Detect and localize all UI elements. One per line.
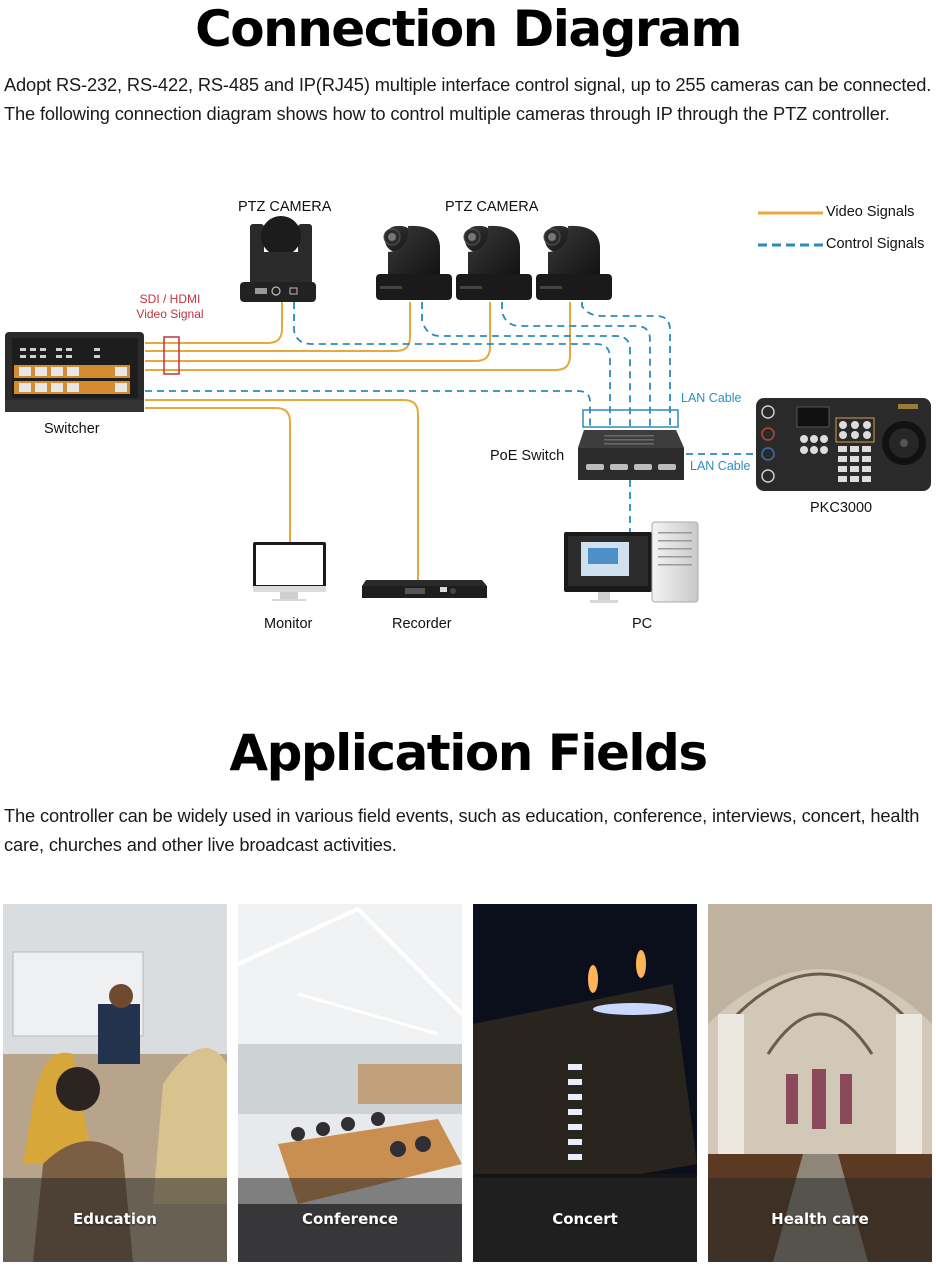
caption-band — [708, 1178, 932, 1262]
control-signal-lines — [145, 302, 754, 535]
video-signal-highlight-box — [163, 336, 180, 375]
legend — [758, 211, 823, 247]
ptz-camera-front — [240, 216, 316, 302]
control-line-cam4 — [581, 302, 671, 426]
switcher-label: Switcher — [44, 421, 100, 437]
application-label-concert: Concert — [552, 1210, 618, 1228]
recorder-label: Recorder — [392, 616, 452, 632]
video-signal-lines — [145, 302, 571, 580]
pc-device — [564, 521, 699, 603]
ptz-camera-group — [376, 225, 612, 300]
pkc3000-controller-device — [756, 398, 931, 491]
video-signal-annotation-line2: Video Signal — [136, 307, 204, 321]
application-fields-title: Application Fields — [229, 724, 708, 782]
lan-cable-side-label: LAN Cable — [690, 459, 751, 473]
recorder-device — [362, 580, 487, 598]
connection-diagram: PTZ CAMERA PTZ CAMERA Video Signals Cont… — [0, 190, 936, 650]
application-tile-concert: Concert — [473, 904, 697, 1262]
control-line-switcher — [145, 390, 591, 426]
poe-switch-device — [578, 430, 684, 480]
ptz-camera-group-label: PTZ CAMERA — [445, 199, 539, 215]
control-line-cam2 — [421, 302, 631, 426]
legend-control-label: Control Signals — [826, 236, 925, 252]
control-line-cam3 — [501, 302, 651, 426]
connection-diagram-description: Adopt RS-232, RS-422, RS-485 and IP(RJ45… — [4, 74, 932, 124]
video-line-monitor — [145, 407, 291, 542]
video-signal-annotation: SDI / HDMI Video Signal — [135, 292, 205, 322]
legend-video-label: Video Signals — [826, 204, 915, 220]
application-tile-education: Education — [3, 904, 227, 1262]
ptz-camera-1 — [376, 225, 452, 300]
caption-band — [473, 1178, 697, 1262]
pc-label: PC — [632, 616, 653, 632]
video-line-cam4 — [145, 302, 571, 371]
caption-band — [238, 1178, 462, 1262]
application-label-education: Education — [73, 1210, 157, 1228]
application-tile-conference: Conference — [238, 904, 462, 1262]
ptz-camera-single-label: PTZ CAMERA — [238, 199, 332, 215]
video-line-cam1 — [145, 302, 283, 344]
switcher-device — [5, 332, 144, 412]
lan-cable-top-label: LAN Cable — [681, 391, 742, 405]
video-line-cam2 — [145, 302, 411, 352]
video-line-recorder — [145, 399, 419, 580]
monitor-device — [253, 542, 326, 601]
application-label-conference: Conference — [301, 1210, 398, 1228]
connection-diagram-title: Connection Diagram — [195, 0, 742, 58]
pkc3000-label: PKC3000 — [810, 500, 873, 516]
application-tile-health-care: Health care — [708, 904, 932, 1262]
application-label-health-care: Health care — [771, 1210, 869, 1228]
ptz-camera-2 — [456, 225, 532, 300]
monitor-label: Monitor — [264, 616, 313, 632]
video-signal-annotation-line1: SDI / HDMI — [139, 292, 201, 306]
poe-switch-label: PoE Switch — [490, 448, 565, 464]
application-fields-description: The controller can be widely used in var… — [4, 805, 920, 855]
ptz-camera-3 — [536, 225, 612, 300]
control-line-cam1 — [293, 302, 611, 426]
lan-port-highlight-box — [582, 409, 679, 428]
caption-band — [3, 1178, 227, 1262]
diagram-canvas — [5, 211, 931, 603]
video-line-cam3 — [145, 302, 491, 362]
